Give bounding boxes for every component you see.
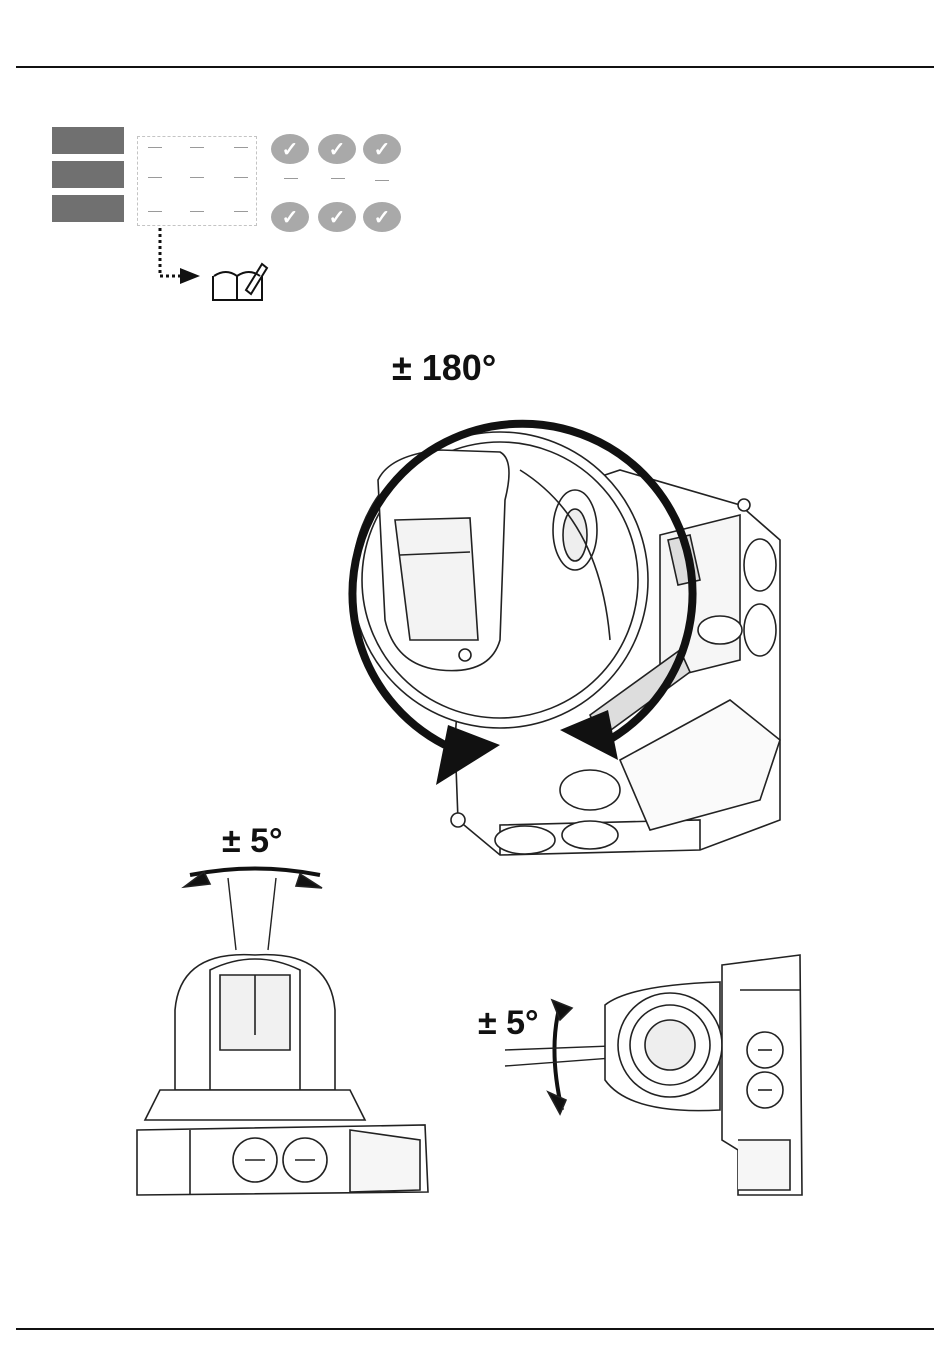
manual-leader (160, 228, 200, 284)
rotation-angle-label: ± 180° (392, 347, 496, 389)
manual-book-icon (213, 264, 267, 300)
front-tilt-angle-label: ± 5° (222, 822, 283, 861)
camera-main-view (352, 432, 780, 855)
side-tilt-angle-label: ± 5° (478, 1004, 539, 1043)
camera-side-view (505, 955, 802, 1195)
camera-front-view (137, 869, 428, 1196)
